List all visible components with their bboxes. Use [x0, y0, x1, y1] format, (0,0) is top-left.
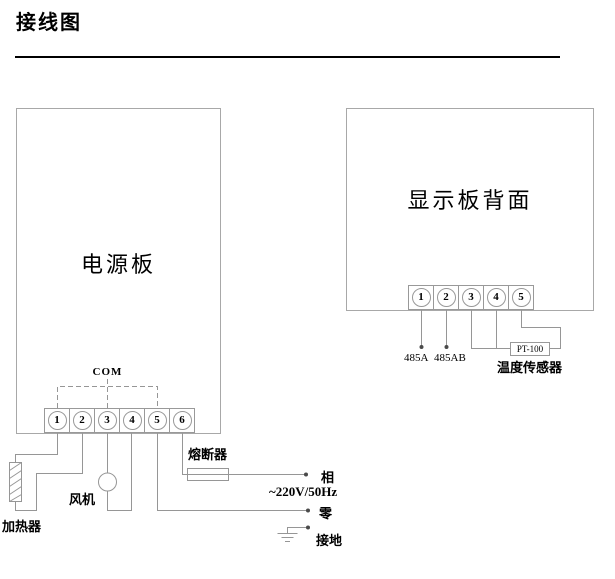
display-terminal-3: 3 — [458, 285, 484, 310]
power-terminal-6: 6 — [169, 408, 195, 433]
pt100-label: PT-100 — [516, 344, 544, 354]
pt100-sensor-box: PT-100 — [510, 342, 550, 356]
heater-symbol — [9, 462, 22, 502]
display-terminal-1: 1 — [408, 285, 434, 310]
power-terminal-2: 2 — [69, 408, 95, 433]
power-terminal-1: 1 — [44, 408, 70, 433]
power-terminal-4: 4 — [119, 408, 145, 433]
power-board-box: 电源板 — [16, 108, 221, 434]
wire-fan-terminal4 — [107, 433, 132, 511]
com-label: COM — [92, 366, 123, 378]
wire-terminal5-neutral — [157, 433, 308, 511]
display-terminal-5: 5 — [508, 285, 534, 310]
wire-heater-terminal2 — [15, 433, 83, 511]
neutral-label: 零 — [319, 506, 333, 521]
display-board-label: 显示板背面 — [407, 188, 533, 213]
fuse-symbol — [187, 468, 229, 481]
power-board-label: 电源板 — [80, 252, 156, 277]
display-terminal-4: 4 — [483, 285, 509, 310]
rs485b-label: 485AB — [434, 352, 466, 364]
display-terminal-2: 2 — [433, 285, 459, 310]
temperature-sensor-label: 温度传感器 — [497, 360, 563, 375]
fan-symbol — [98, 472, 117, 492]
fuse-label: 熔断器 — [188, 447, 228, 462]
com-bracket — [57, 379, 158, 408]
voltage-label: ~220V/50Hz — [269, 484, 338, 499]
power-terminal-3: 3 — [94, 408, 120, 433]
ground-label: 接地 — [316, 533, 343, 548]
title-underline — [15, 56, 560, 58]
power-terminal-strip: 1 2 3 4 5 6 — [44, 408, 195, 433]
wire-terminal1-heater — [15, 433, 58, 462]
display-terminal-strip: 1 2 3 4 5 — [408, 285, 534, 310]
wire-display-terminal5-sensor — [521, 310, 561, 349]
wire-display-terminal3-sensor — [471, 310, 510, 349]
display-board-box: 显示板背面 — [346, 108, 594, 311]
wire-terminal6-phase — [182, 433, 306, 475]
rs485a-label: 485A — [404, 352, 429, 364]
power-terminal-5: 5 — [144, 408, 170, 433]
phase-label: 相 — [321, 470, 335, 485]
fan-label: 风机 — [69, 492, 96, 507]
page-title: 接线图 — [16, 12, 82, 34]
wire-end-dots — [304, 345, 449, 530]
heater-label: 加热器 — [2, 519, 42, 534]
ground-symbol — [277, 527, 308, 542]
